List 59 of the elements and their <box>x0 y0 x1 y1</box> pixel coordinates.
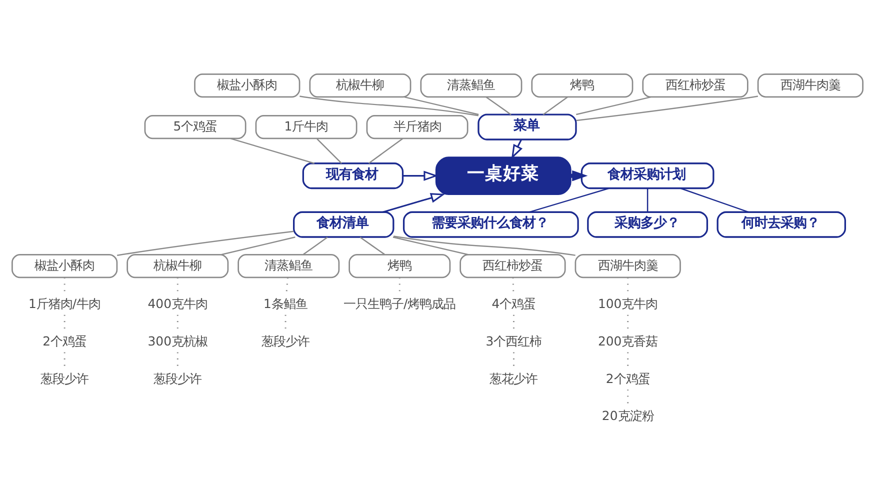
node-box: 需要采购什么食材？ <box>402 210 579 238</box>
node-box: 西湖牛肉羹 <box>757 72 864 98</box>
node-text: 2个鸡蛋 <box>606 370 650 386</box>
node-text: 100克牛肉 <box>598 296 658 311</box>
node-box: 西红柿炒蛋 <box>642 72 748 98</box>
connector <box>368 138 404 164</box>
connector <box>486 96 512 115</box>
node-text: 4个鸡蛋 <box>492 296 536 311</box>
arrow <box>382 192 446 212</box>
node-text: 2个鸡蛋 <box>42 333 87 348</box>
node-box: 一桌好菜 <box>435 156 572 194</box>
connector <box>316 138 342 164</box>
node-text: 200克香菇 <box>598 333 658 348</box>
node-text: 400克牛肉 <box>148 296 208 311</box>
node-box: 采购多少？ <box>587 210 708 238</box>
node-text: 一只生鸭子/烤鸭成品 <box>344 296 456 311</box>
node-text: 葱段少许 <box>154 370 202 386</box>
connector <box>404 96 479 115</box>
node-text: 1斤猪肉/牛肉 <box>28 296 101 311</box>
node-box: 1斤牛肉 <box>255 114 358 139</box>
node-box: 清蒸鲳鱼 <box>238 253 340 278</box>
node-box: 食材清单 <box>293 210 394 238</box>
connector <box>300 95 479 116</box>
node-text: 1条鲳鱼 <box>264 296 308 311</box>
node-box: 西湖牛肉羹 <box>574 253 681 278</box>
node-text: 3个西红柿 <box>486 333 542 348</box>
connector <box>646 188 648 212</box>
connector <box>117 230 294 256</box>
node-text: 葱段少许 <box>262 333 310 348</box>
node-box: 5个鸡蛋 <box>144 114 246 139</box>
node-box: 烤鸭 <box>531 72 634 98</box>
connector <box>680 187 749 212</box>
connector <box>576 96 651 115</box>
connector <box>303 236 328 254</box>
connector <box>221 236 296 255</box>
connector <box>360 236 385 254</box>
node-box: 清蒸鲳鱼 <box>420 72 522 98</box>
node-box: 杭椒牛柳 <box>309 72 412 98</box>
node-box: 何时去采购？ <box>716 210 846 238</box>
connector <box>230 137 315 164</box>
node-box: 菜单 <box>478 113 577 140</box>
node-box: 椒盐小酥肉 <box>12 253 118 278</box>
node-box: 西红柿炒蛋 <box>460 253 566 278</box>
connector <box>576 95 758 121</box>
node-text: 20克淀粉 <box>602 408 654 423</box>
node-box: 烤鸭 <box>348 253 451 278</box>
connector <box>394 235 576 256</box>
connector <box>392 236 468 255</box>
node-text: 葱段少许 <box>40 370 89 386</box>
node-box: 杭椒牛柳 <box>126 253 229 278</box>
node-box: 半斤猪肉 <box>366 114 468 139</box>
connector <box>542 96 568 115</box>
arrow <box>402 170 438 180</box>
node-box: 椒盐小酥肉 <box>194 72 300 98</box>
node-box: 现有食材 <box>302 162 404 189</box>
arrow <box>511 139 523 159</box>
node-text: 葱花少许 <box>490 370 538 386</box>
node-box: 食材采购计划 <box>580 162 714 189</box>
node-text: 300克杭椒 <box>148 333 208 348</box>
